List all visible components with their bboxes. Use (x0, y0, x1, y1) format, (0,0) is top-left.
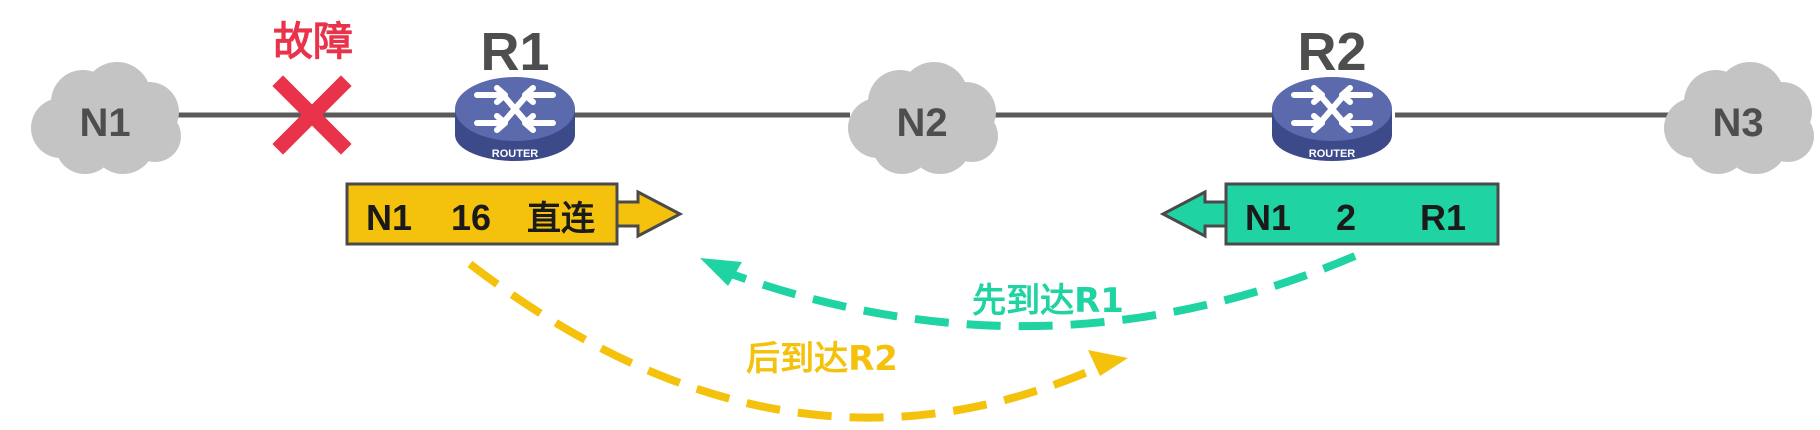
arrow-label-first: 先到达R1 (972, 281, 1124, 321)
router-icon-r1: ROUTER (455, 77, 575, 161)
route-nexthop-r2: R1 (1420, 197, 1466, 238)
route-network-r2: N1 (1245, 197, 1291, 238)
router-caption-r2: ROUTER (1309, 148, 1356, 160)
network-cloud-n1: N1 (31, 62, 181, 174)
router-icon-r2: ROUTER (1272, 77, 1392, 161)
router-name-r1: R1 (480, 22, 549, 82)
network-label-n1: N1 (79, 101, 130, 145)
network-label-n3: N3 (1712, 101, 1763, 145)
route-entry-r2: N1 2 R1 (1159, 182, 1500, 246)
route-entry-r1: N1 16 直连 (345, 182, 684, 246)
arrow-label-later: 后到达R2 (746, 339, 898, 379)
route-distance-r2: 2 (1336, 197, 1356, 238)
update-arrow-later: 后到达R2 (467, 260, 1128, 422)
router-name-r2: R2 (1297, 22, 1366, 82)
dashed-curve-first (713, 252, 1357, 331)
route-arrow-r2 (1159, 189, 1228, 239)
route-distance-r1: 16 (451, 197, 491, 238)
network-label-n2: N2 (896, 101, 947, 145)
fault-x-icon (272, 75, 352, 155)
network-cloud-n2: N2 (848, 62, 998, 174)
arrowhead-later (1088, 350, 1128, 376)
arrowhead-first (700, 258, 742, 286)
route-network-r1: N1 (366, 197, 412, 238)
route-nexthop-r1: 直连 (527, 199, 596, 239)
fault-label: 故障 (273, 19, 353, 65)
router-caption-r1: ROUTER (492, 148, 539, 160)
network-cloud-n3: N3 (1664, 62, 1814, 174)
route-box-r1 (345, 182, 619, 246)
update-arrow-first: 先到达R1 (700, 252, 1357, 331)
route-arrow-r1 (615, 189, 684, 239)
dashed-curve-later (467, 260, 1112, 422)
